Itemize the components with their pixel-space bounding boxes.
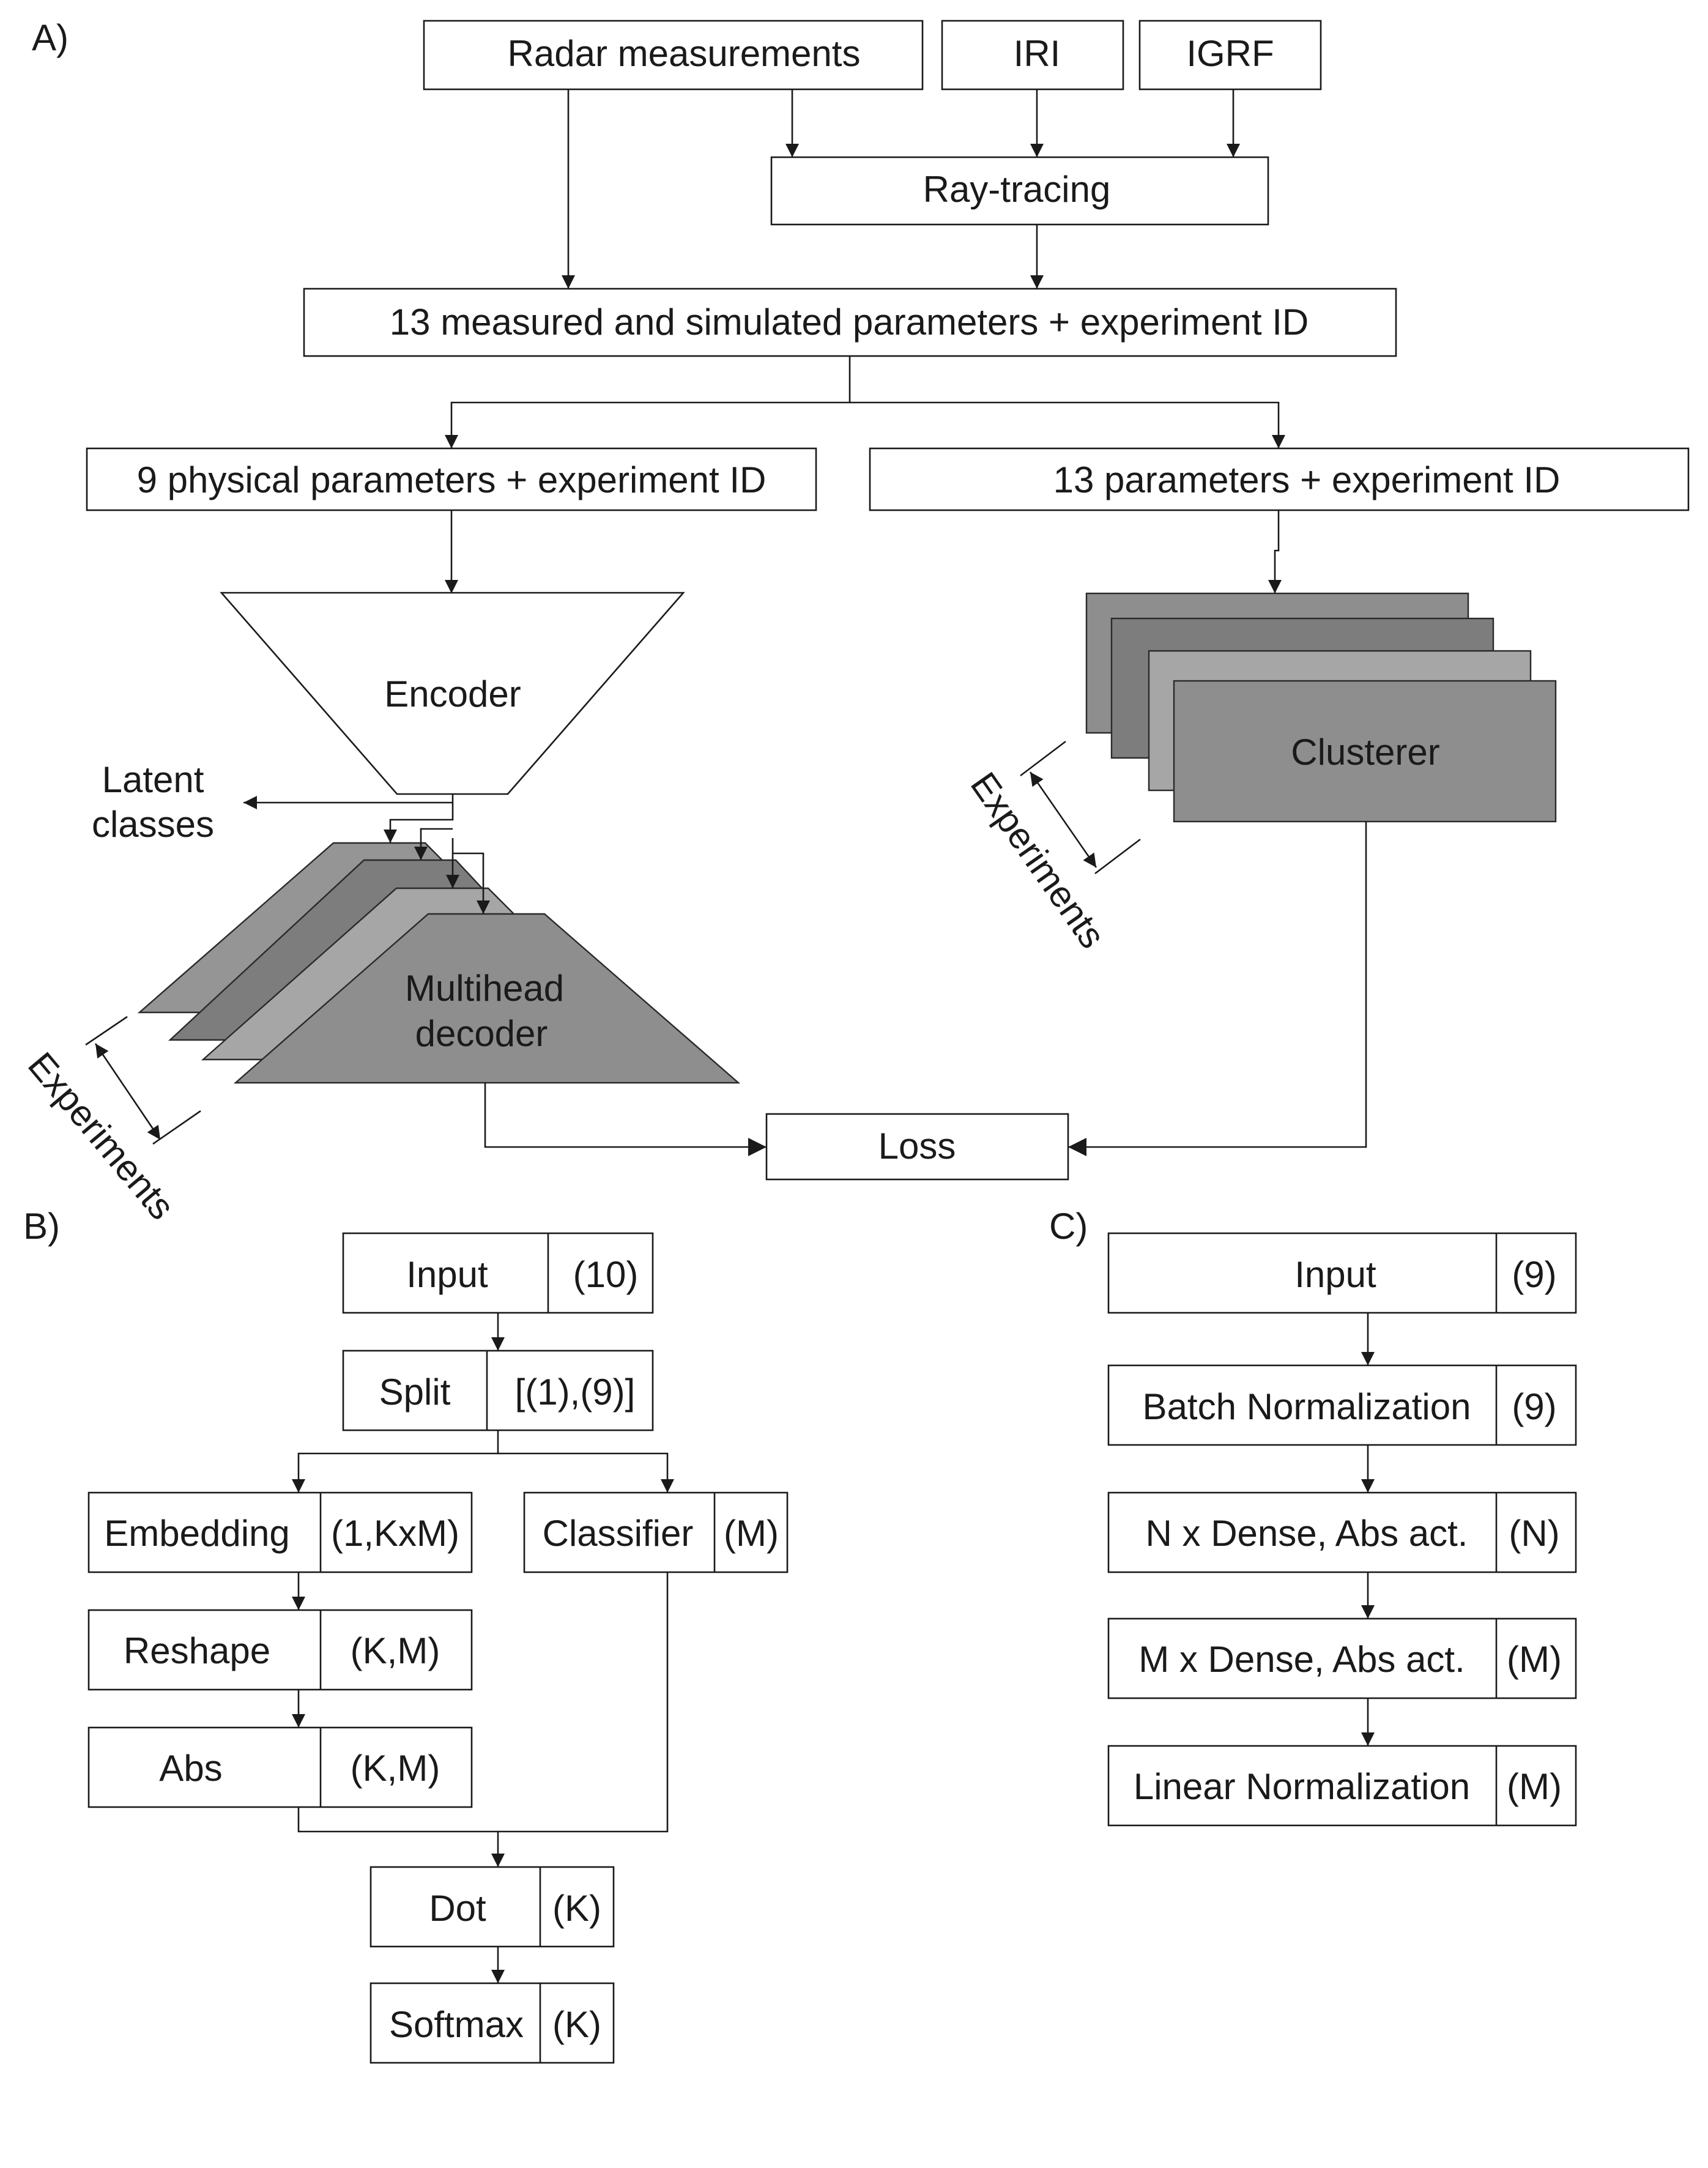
c-input-name: Input bbox=[1294, 1254, 1376, 1295]
params13-box: 13 parameters + experiment ID bbox=[869, 447, 1690, 511]
decoder-layer-4 bbox=[233, 913, 741, 1084]
arrow-encoder-to-head-2 bbox=[414, 828, 453, 860]
arrow-decoder-to-loss bbox=[484, 1083, 767, 1156]
decoder-label-1: Multihead bbox=[405, 968, 564, 1009]
c-input-shape: (9) bbox=[1512, 1254, 1556, 1295]
panel-label-b: B) bbox=[23, 1206, 60, 1247]
iri-label: IRI bbox=[1014, 33, 1061, 74]
decoder-label-2: decoder bbox=[415, 1013, 548, 1054]
b-abs-name: Abs bbox=[159, 1748, 222, 1789]
b-split-shape: [(1),(9)] bbox=[515, 1372, 636, 1413]
c-linnorm-name: Linear Normalization bbox=[1134, 1766, 1470, 1807]
b-embedding-name: Embedding bbox=[104, 1513, 290, 1554]
b-dot-box: Dot (K) bbox=[369, 1866, 615, 1948]
latent-classes-label-2: classes bbox=[92, 804, 214, 845]
b-dot-name: Dot bbox=[429, 1888, 486, 1929]
loss-label: Loss bbox=[878, 1126, 956, 1167]
c-dense-m-name: M x Dense, Abs act. bbox=[1138, 1639, 1465, 1680]
b-arrow-split-classifier bbox=[498, 1452, 674, 1493]
b-classifier-box: Classifier (M) bbox=[523, 1491, 789, 1573]
b-input-box: Input (10) bbox=[342, 1232, 654, 1314]
b-input-name: Input bbox=[406, 1254, 488, 1295]
latent-classes-label-1: Latent bbox=[102, 759, 204, 800]
b-reshape-box: Reshape (K,M) bbox=[87, 1609, 473, 1691]
encoder-label: Encoder bbox=[384, 674, 521, 715]
b-softmax-name: Softmax bbox=[389, 2004, 524, 2045]
b-classifier-name: Classifier bbox=[543, 1513, 694, 1554]
raytracing-label: Ray-tracing bbox=[923, 169, 1111, 210]
radar-measurements-label: Radar measurements bbox=[508, 33, 861, 74]
b-softmax-shape: (K) bbox=[552, 2004, 601, 2045]
c-dense-m-shape: (M) bbox=[1507, 1639, 1562, 1680]
b-arrow-split-embedding bbox=[292, 1430, 499, 1493]
c-dense-m-box: M x Dense, Abs act. (M) bbox=[1107, 1617, 1577, 1699]
c-dense-n-shape: (N) bbox=[1509, 1513, 1559, 1554]
b-embedding-box: Embedding (1,KxM) bbox=[87, 1491, 473, 1573]
connector-combined-split-right bbox=[850, 401, 1285, 448]
c-linnorm-shape: (M) bbox=[1507, 1766, 1562, 1807]
combined-parameters-box: 13 measured and simulated parameters + e… bbox=[303, 288, 1397, 357]
c-batchnorm-box: Batch Normalization (9) bbox=[1107, 1364, 1577, 1446]
b-reshape-shape: (K,M) bbox=[351, 1630, 440, 1671]
arrow-params13-to-clusterer bbox=[1268, 510, 1282, 593]
c-dense-n-box: N x Dense, Abs act. (N) bbox=[1107, 1491, 1577, 1573]
experiments-indicator-left: Experiments bbox=[20, 1015, 201, 1227]
c-batchnorm-shape: (9) bbox=[1512, 1386, 1556, 1427]
igrf-box: IGRF bbox=[1138, 20, 1322, 91]
params13-label: 13 parameters + experiment ID bbox=[1053, 459, 1561, 500]
experiments-indicator-right: Experiments bbox=[963, 740, 1141, 956]
physical-parameters-box: 9 physical parameters + experiment ID bbox=[86, 447, 817, 511]
b-input-shape: (10) bbox=[573, 1254, 639, 1295]
c-linnorm-box: Linear Normalization (M) bbox=[1107, 1745, 1577, 1827]
encoder: Encoder bbox=[220, 592, 685, 795]
b-classifier-shape: (M) bbox=[724, 1513, 779, 1554]
combined-parameters-label: 13 measured and simulated parameters + e… bbox=[390, 302, 1309, 343]
iri-box: IRI bbox=[941, 20, 1124, 91]
arrow-encoder-to-head-4 bbox=[453, 852, 490, 914]
panel-label-a: A) bbox=[32, 17, 69, 58]
panel-a: Radar measurements IRI IGRF Ray-tracing … bbox=[20, 20, 1690, 1227]
igrf-label: IGRF bbox=[1186, 33, 1274, 74]
panel-label-c: C) bbox=[1049, 1206, 1088, 1247]
b-softmax-box: Softmax (K) bbox=[369, 1982, 615, 2064]
b-dot-shape: (K) bbox=[552, 1888, 601, 1929]
clusterer-label: Clusterer bbox=[1291, 732, 1439, 773]
clusterer-stack: Clusterer bbox=[1085, 592, 1557, 823]
b-reshape-name: Reshape bbox=[124, 1630, 270, 1671]
c-batchnorm-name: Batch Normalization bbox=[1143, 1386, 1471, 1427]
b-abs-shape: (K,M) bbox=[351, 1748, 440, 1789]
c-input-box: Input (9) bbox=[1107, 1232, 1577, 1314]
b-embedding-shape: (1,KxM) bbox=[331, 1513, 459, 1554]
c-dense-n-name: N x Dense, Abs act. bbox=[1146, 1513, 1468, 1554]
b-abs-box: Abs (K,M) bbox=[87, 1726, 473, 1808]
b-split-box: Split [(1),(9)] bbox=[342, 1349, 654, 1431]
panel-b: Input (10) Split [(1),(9)] Embedding (1,… bbox=[87, 1232, 789, 2064]
loss-box: Loss bbox=[765, 1113, 1069, 1181]
arrow-encoder-to-head-1 bbox=[384, 794, 454, 843]
b-connector-abs-dot bbox=[297, 1807, 505, 1867]
clusterer-layer-4 bbox=[1173, 680, 1557, 823]
panel-c: Input (9) Batch Normalization (9) N x De… bbox=[1107, 1232, 1577, 1827]
radar-measurements-box: Radar measurements bbox=[423, 20, 924, 91]
physical-parameters-label: 9 physical parameters + experiment ID bbox=[137, 459, 767, 500]
decoder-stack: Multihead decoder bbox=[137, 842, 741, 1084]
connector-combined-split bbox=[445, 356, 851, 448]
b-connector-classifier-dot bbox=[498, 1572, 669, 1833]
arrow-clusterer-to-loss bbox=[1068, 822, 1367, 1156]
raytracing-box: Ray-tracing bbox=[770, 156, 1269, 226]
b-split-name: Split bbox=[379, 1372, 451, 1413]
